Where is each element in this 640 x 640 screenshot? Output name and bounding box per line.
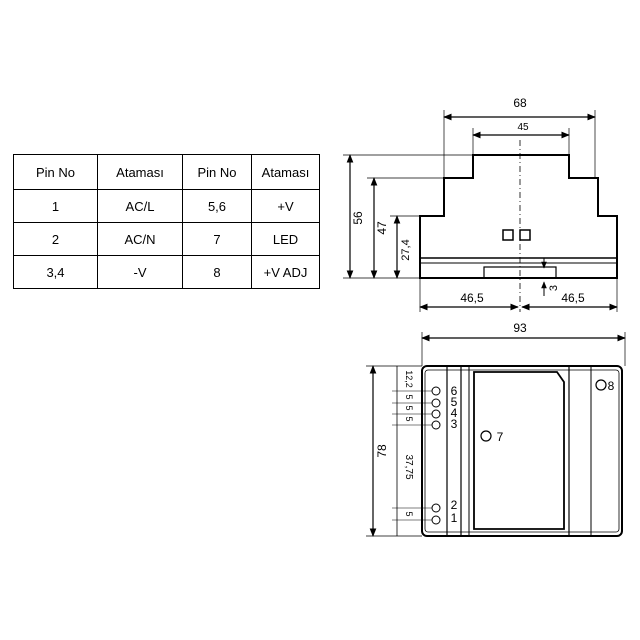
top-view-inner-outline (424, 369, 620, 533)
table-row: 1 AC/L 5,6 +V (13, 189, 320, 223)
dimension-56: 56 (351, 211, 365, 225)
header-pin-no: Pin No (13, 154, 98, 190)
table-header-row: Pin No Ataması Pin No Ataması (13, 154, 320, 190)
table-cell: 7 (182, 222, 252, 256)
pin-label-6: 6 (451, 384, 458, 398)
dimension-37-75: 37,75 (403, 454, 414, 479)
dimension-68: 68 (513, 96, 527, 110)
terminal-right-icon (519, 229, 531, 241)
table-cell: +V (251, 189, 320, 223)
pin-hole-icon (431, 420, 441, 430)
header-assignment-2: Ataması (251, 154, 320, 190)
led-indicator-icon (480, 430, 492, 442)
table-cell: 8 (182, 255, 252, 289)
side-view-outline (419, 154, 618, 279)
pin-hole-icon (431, 515, 441, 525)
header-assignment: Ataması (97, 154, 183, 190)
table-row: 3,4 -V 8 +V ADJ (13, 255, 320, 289)
dimension-5-pitch: 5 (404, 511, 414, 516)
table-cell: LED (251, 222, 320, 256)
front-window (473, 371, 565, 530)
dimension-93: 93 (513, 321, 527, 335)
pin-label-1: 1 (451, 511, 458, 525)
pin-label-4: 4 (451, 406, 458, 420)
dimension-46-5-right: 46,5 (561, 291, 585, 305)
pin-hole-icon (431, 386, 441, 396)
top-view-outline (421, 365, 623, 537)
table-row: 2 AC/N 7 LED (13, 222, 320, 256)
dimension-47: 47 (375, 221, 389, 235)
pin-hole-icon (431, 503, 441, 513)
dimension-46-5-left: 46,5 (460, 291, 484, 305)
table-cell: AC/L (97, 189, 183, 223)
pin-label-5: 5 (451, 395, 458, 409)
pin-hole-icon (431, 409, 441, 419)
dimension-12-2: 12,2 (404, 370, 414, 388)
pin-hole-icon (431, 398, 441, 408)
adjust-potentiometer-icon (595, 379, 607, 391)
terminal-left-icon (502, 229, 514, 241)
top-view: 93 6 5 4 3 2 1 7 8 78 (366, 321, 626, 537)
dimension-5-pitch: 5 (404, 416, 414, 421)
pin-label-8: 8 (608, 379, 615, 393)
pin-assignment-table: Pin No Ataması Pin No Ataması 1 AC/L 5,6… (13, 154, 320, 289)
dimension-3: 3 (548, 285, 560, 291)
pin-label-3: 3 (451, 417, 458, 431)
dimension-78: 78 (375, 444, 389, 458)
table-cell: +V ADJ (251, 255, 320, 289)
dimension-27-4: 27,4 (400, 239, 412, 260)
table-cell: 3,4 (13, 255, 98, 289)
dimension-5-pitch: 5 (404, 394, 414, 399)
dimension-45: 45 (517, 122, 529, 133)
pin-label-7: 7 (497, 430, 504, 444)
dimension-5-pitch: 5 (404, 405, 414, 410)
pin-label-2: 2 (451, 498, 458, 512)
side-view: 68 45 56 47 27,4 3 46,5 46,5 (343, 96, 618, 312)
table-cell: 5,6 (182, 189, 252, 223)
